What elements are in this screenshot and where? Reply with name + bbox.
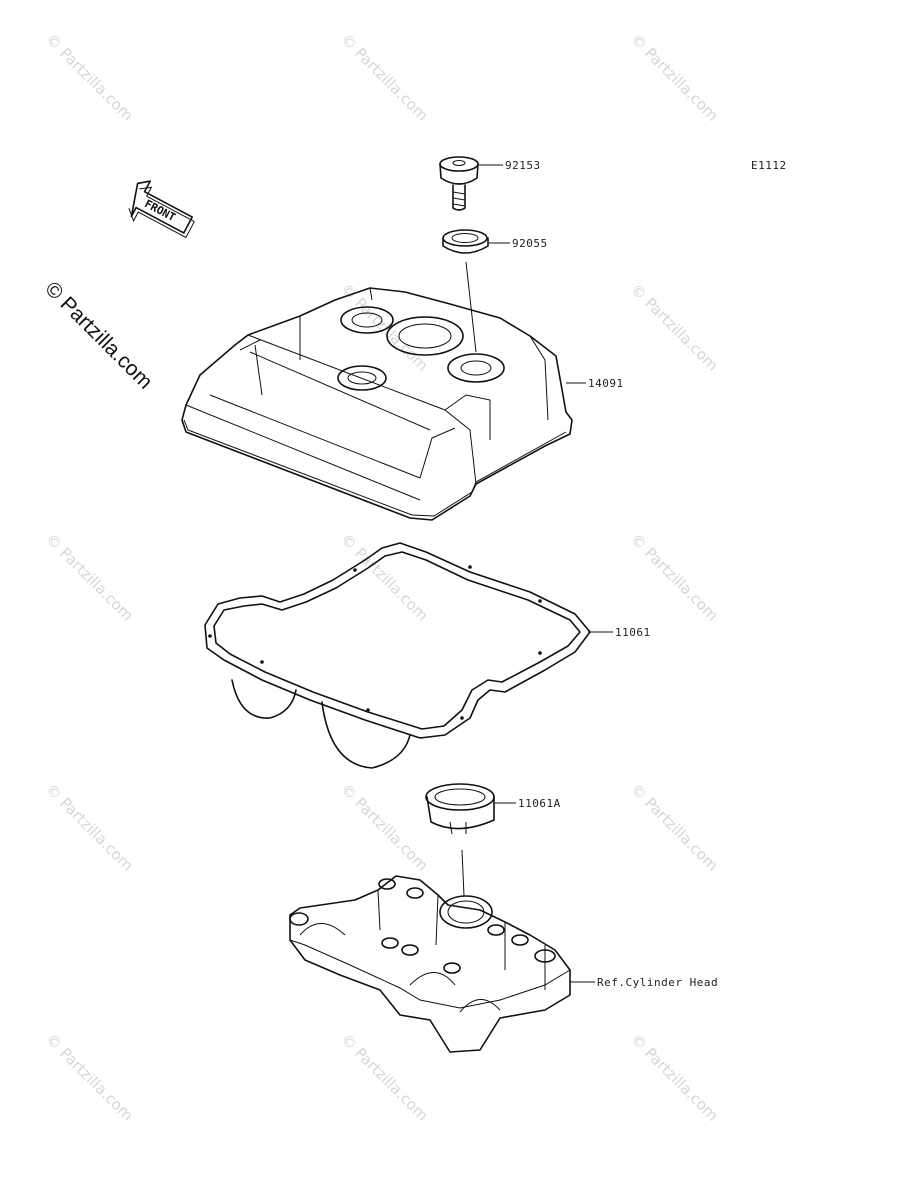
watermark: © Partzilla.com <box>627 280 722 375</box>
watermark: © Partzilla.com <box>627 30 722 125</box>
cylinder-head-cover-14091 <box>181 287 573 521</box>
watermark: © Partzilla.com <box>337 1030 432 1125</box>
part-number-92055: 92055 <box>512 237 548 250</box>
brand-watermark: © Partzilla.com <box>40 277 156 393</box>
front-arrow-icon: FRONT <box>128 180 195 239</box>
watermark: © Partzilla.com <box>627 780 722 875</box>
watermark: © Partzilla.com <box>42 530 137 625</box>
watermark: © Partzilla.com <box>337 530 432 625</box>
watermarks: © Partzilla.com © Partzilla.com © Partzi… <box>42 30 722 1125</box>
watermark: © Partzilla.com <box>42 30 137 125</box>
watermark: © Partzilla.com <box>337 780 432 875</box>
watermark: © Partzilla.com <box>627 530 722 625</box>
part-number-92153: 92153 <box>505 159 541 172</box>
part-number-11061A: 11061A <box>518 797 561 810</box>
watermark: © Partzilla.com <box>337 30 432 125</box>
bolt-92153 <box>439 156 479 211</box>
assembly-line <box>465 261 477 353</box>
watermark: © Partzilla.com <box>627 1030 722 1125</box>
ring-92055 <box>442 229 489 254</box>
seal-11061A <box>425 783 495 835</box>
watermark: © Partzilla.com <box>42 780 137 875</box>
diagram-id: E1112 <box>751 159 787 172</box>
reference-label: Ref.Cylinder Head <box>597 976 718 989</box>
cylinder-head-reference <box>289 875 571 1053</box>
watermark: © Partzilla.com <box>42 1030 137 1125</box>
assembly-line-2 <box>461 849 465 897</box>
part-number-11061: 11061 <box>615 626 651 639</box>
part-number-14091: 14091 <box>588 377 624 390</box>
